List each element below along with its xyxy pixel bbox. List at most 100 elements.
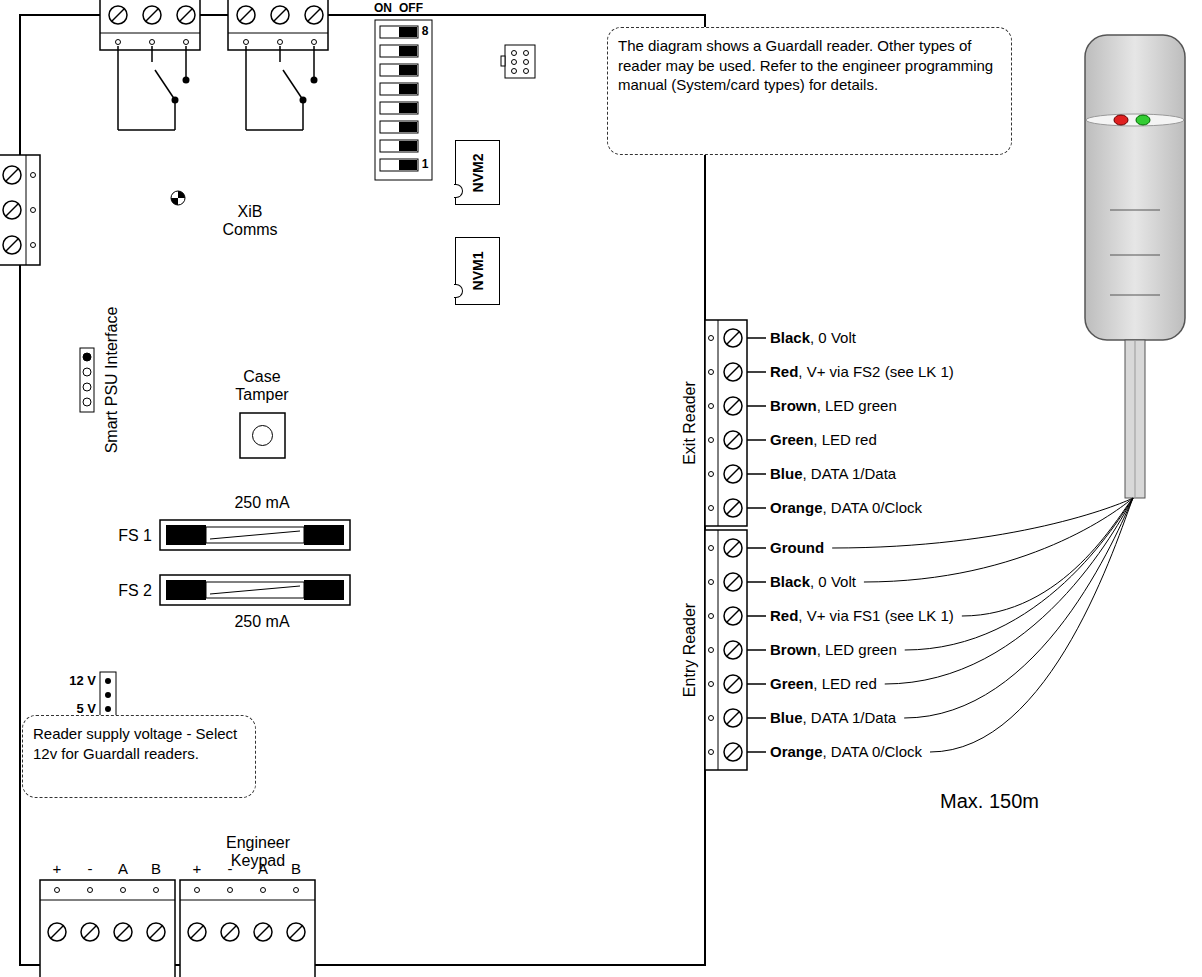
relay-wire [313,46,315,80]
terminal-lead [747,751,766,753]
label: 250 mA [234,494,289,512]
reader-line [1110,295,1160,296]
screw-slot [727,576,739,588]
pcb-outline [20,15,705,965]
connector-pin [524,60,529,65]
note-text: The diagram shows a Guardall reader. Oth… [618,36,1001,95]
screw-slot [6,169,18,181]
entry-terminal-block [705,530,747,770]
xib-led [171,191,185,205]
terminal-hole [88,888,93,893]
terminal-screw [3,201,21,219]
label: Orange [770,498,823,518]
terminal-screw [724,743,742,761]
terminal-screw [143,6,161,24]
memory-chip: NVM1 [455,237,500,305]
terminal-divider [26,155,27,265]
label: , V+ via FS2 (see LK 1) [798,362,954,382]
terminal-screw [724,465,742,483]
label: Red [770,362,798,382]
terminal-hole [121,888,126,893]
terminal-screw [724,363,742,381]
screw-slot [146,9,158,21]
exit-terminal-block [705,320,747,526]
connector-pin [524,51,529,56]
label: Orange [770,742,823,762]
screw-slot [727,712,739,724]
terminal-hole [150,40,155,45]
dip-slot [380,45,418,57]
note-text: Reader supply voltage - Select 12v for G… [33,724,245,763]
label: Entry Reader [681,603,699,697]
chip-label: NVM1 [470,252,486,291]
wire-label: Red, V+ via FS2 (see LK 1) [770,362,954,382]
label: Max. 150m [940,790,1039,813]
terminal-screw [188,923,206,941]
label: 250 mA [234,613,289,631]
screw-slot [257,926,269,938]
reader-line [1110,255,1160,256]
label: Exit Reader [681,381,699,465]
relay-terminal-block [228,0,328,50]
label: , LED green [817,396,897,416]
label: ON [374,2,392,16]
terminal-hole [31,208,36,213]
dip-slider [399,46,417,56]
connector-pin [512,60,517,65]
terminal-hole [709,370,714,375]
terminal-hole [184,40,189,45]
label: 12 V [69,674,96,689]
label: FS 2 [118,582,152,600]
relay-terminal-block [100,0,200,50]
label: - [88,860,93,877]
label: XiB Comms [218,203,282,240]
keypad-terminal-block [180,880,315,977]
connector-key [501,56,505,66]
terminal-hole [228,888,233,893]
screw-slot [727,434,739,446]
wire-label: Orange, DATA 0/Clock [770,742,922,762]
label: + [53,860,62,877]
label: Case Tamper [230,368,294,405]
reader-led-window [1086,114,1184,126]
terminal-screw [305,6,323,24]
terminal-hole [294,888,299,893]
wire-label: Brown, LED green [770,396,897,416]
wire-label: Brown, LED green [770,640,897,660]
jumper-pin [105,692,111,698]
screw-slot [727,542,739,554]
wire-label: Blue, DATA 1/Data [770,464,896,484]
terminal-lead [747,405,766,407]
psu-header [80,348,94,412]
connector-pin [512,69,517,74]
label: Green [770,674,813,694]
reader-led-green [1136,115,1150,125]
label: Brown [770,396,817,416]
terminal-lead [747,337,766,339]
screw-slot [112,9,124,21]
terminal-screw [48,923,66,941]
terminal-screw [724,431,742,449]
dip-slot [380,140,418,152]
reader-wire [930,498,1133,752]
terminal-screw [724,539,742,557]
terminal-hole [709,472,714,477]
terminal-hole [244,40,249,45]
header-pin [83,398,91,406]
dip-slot [380,121,418,133]
label: Black [770,328,810,348]
screw-slot [727,746,739,758]
terminal-hole [195,888,200,893]
screw-slot [727,468,739,480]
terminal-screw [724,397,742,415]
reader-wire [905,498,1133,650]
label: , DATA 0/Clock [823,742,922,762]
terminal-lead [747,717,766,719]
header-pin [83,353,91,361]
dip-slider [399,122,417,132]
terminal-hole [709,682,714,687]
terminal-divider [718,530,719,770]
screw-slot [290,926,302,938]
